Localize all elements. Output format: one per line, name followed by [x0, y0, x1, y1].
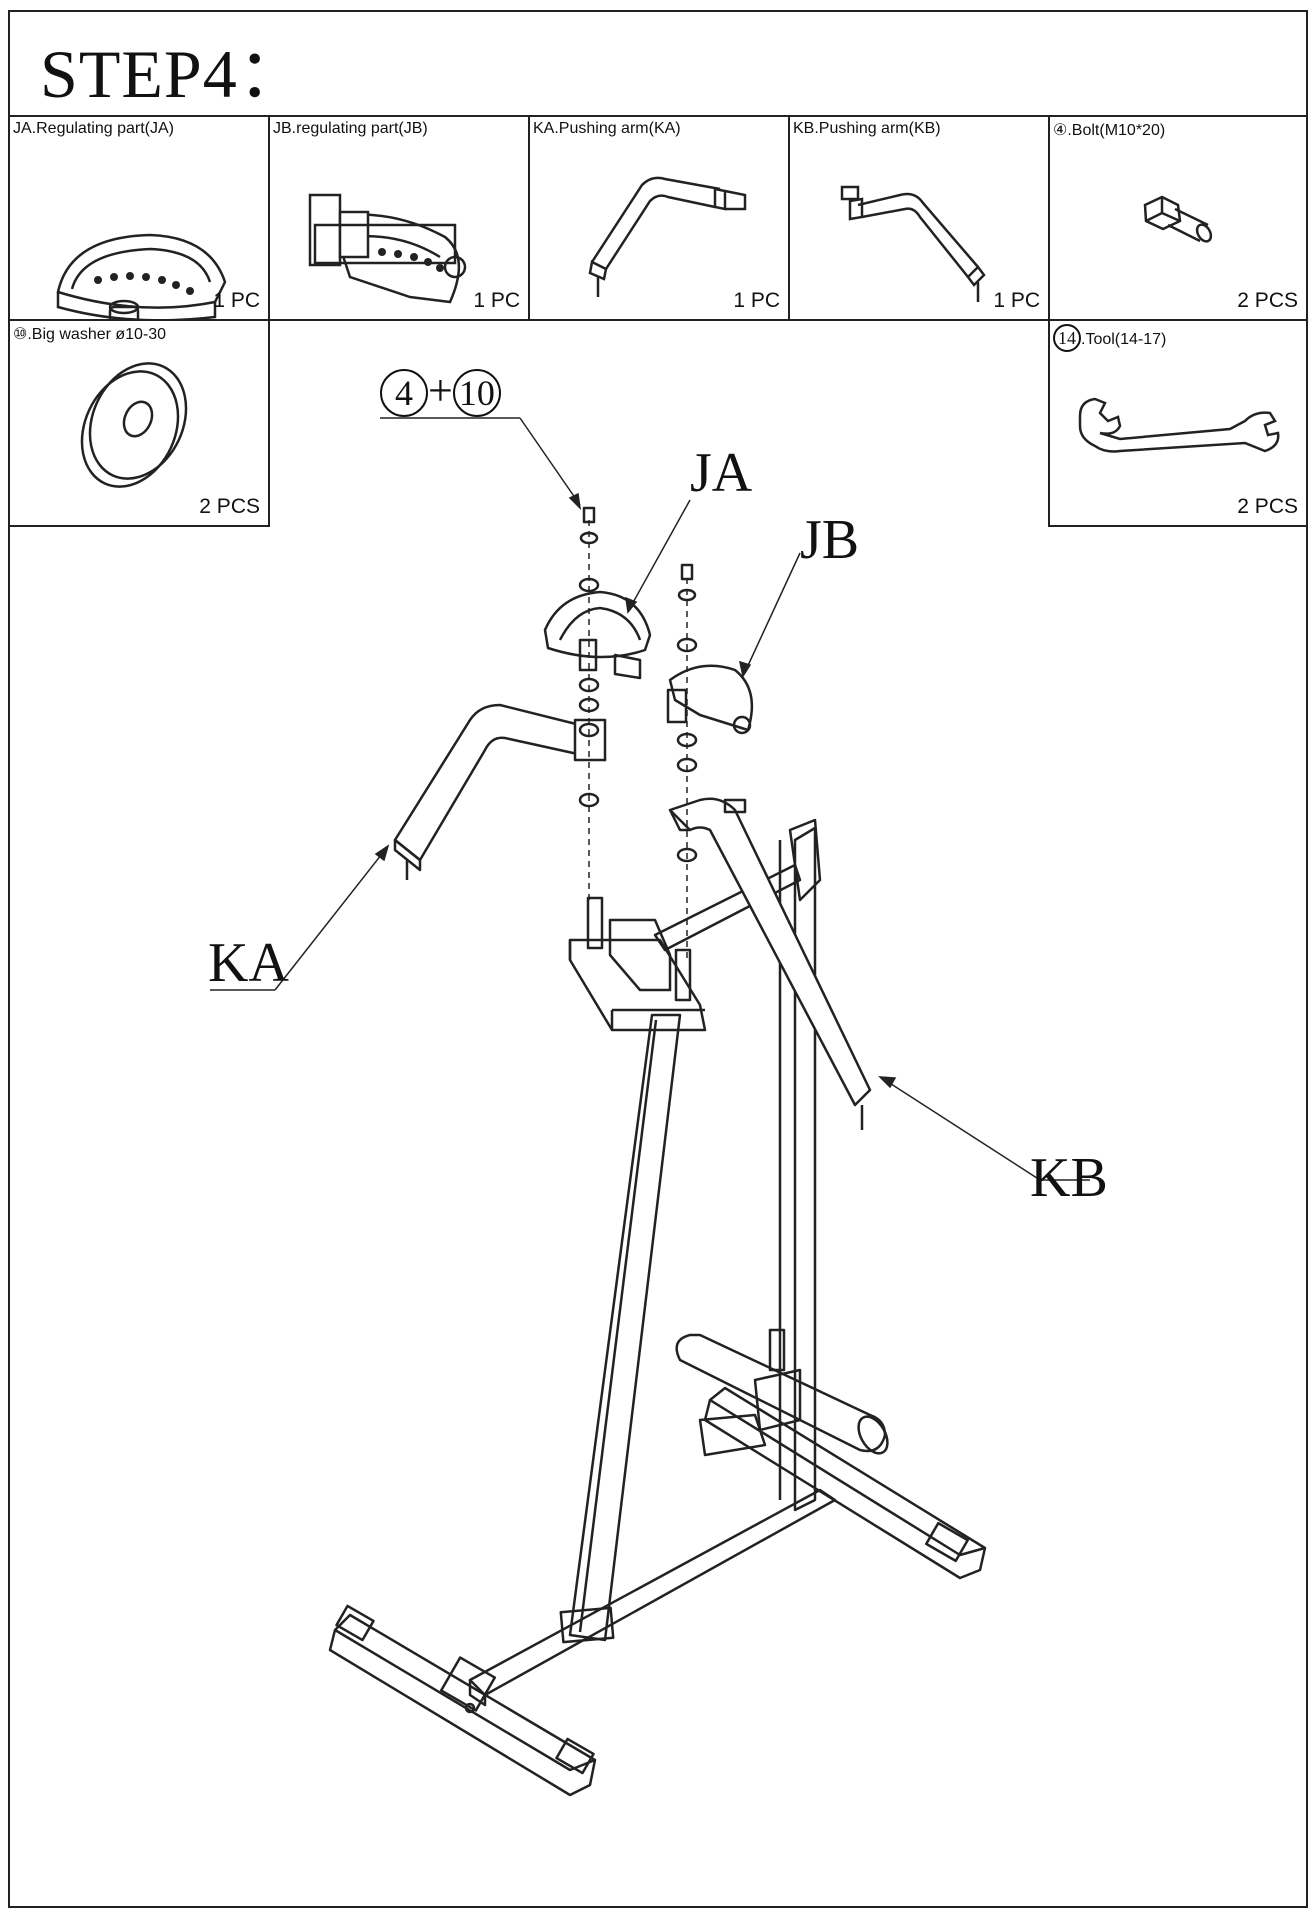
- bolt-number: 4: [380, 369, 428, 417]
- part-qty: 1 PC: [213, 289, 260, 312]
- part-name: 14.Tool(14-17): [1053, 324, 1166, 352]
- bolt-icon: [1143, 195, 1213, 243]
- part-name: KA.Pushing arm(KA): [533, 120, 681, 137]
- part-cell-jb: JB.regulating part(JB) 1 PC: [268, 115, 530, 321]
- part-qty: 2 PCS: [1237, 495, 1298, 518]
- tool-name: .Tool(14-17): [1081, 331, 1167, 348]
- ja-part: [543, 590, 652, 659]
- front-foot: [328, 1613, 597, 1797]
- part-name: KB.Pushing arm(KB): [793, 120, 941, 137]
- base-bar: [468, 1488, 837, 1697]
- roller-pad: [675, 1333, 887, 1453]
- rear-upright: [793, 826, 817, 1512]
- label-ka: KA: [208, 932, 289, 994]
- part-cell-washer: ⑩.Big washer ø10-30 2 PCS: [8, 319, 270, 527]
- part-cell-kb: KB.Pushing arm(KB) 1 PC: [788, 115, 1050, 321]
- part-name: ⑩.Big washer ø10-30: [13, 326, 167, 343]
- part-qty: 2 PCS: [1237, 289, 1298, 312]
- regulating-part-jb-icon: [308, 193, 467, 304]
- part-cell-ka: KA.Pushing arm(KA) 1 PC: [528, 115, 790, 321]
- jb-part: [668, 664, 754, 732]
- part-name: JA.Regulating part(JA): [13, 120, 174, 137]
- label-kb: KB: [1030, 1147, 1108, 1209]
- washer-icon: [80, 362, 188, 488]
- tool-number: 14: [1053, 324, 1081, 352]
- kb-arm: [668, 797, 872, 1107]
- part-qty: 1 PC: [473, 289, 520, 312]
- part-qty: 1 PC: [733, 289, 780, 312]
- part-name: JB.regulating part(JB): [273, 120, 428, 137]
- wrench-icon: [1078, 397, 1280, 453]
- washer-number: 10: [452, 369, 501, 417]
- part-qty: 2 PCS: [199, 495, 260, 518]
- plus-sign: +: [428, 366, 453, 415]
- ka-arm: [393, 703, 607, 862]
- bolt-washer-callout: 4+10: [380, 365, 501, 417]
- front-upright: [568, 1013, 682, 1642]
- step-title: STEP4：: [40, 36, 307, 112]
- pushing-arm-ka-icon: [588, 176, 747, 297]
- post-plate: [568, 938, 707, 1032]
- pushing-arm-kb-icon: [840, 185, 986, 302]
- part-cell-tool: 14.Tool(14-17) 2 PCS: [1048, 319, 1308, 527]
- label-ja: JA: [690, 442, 753, 504]
- part-name: ④.Bolt(M10*20): [1053, 122, 1166, 139]
- part-cell-bolt: ④.Bolt(M10*20) 2 PCS: [1048, 115, 1308, 321]
- label-jb: JB: [800, 509, 860, 571]
- part-qty: 1 PC: [993, 289, 1040, 312]
